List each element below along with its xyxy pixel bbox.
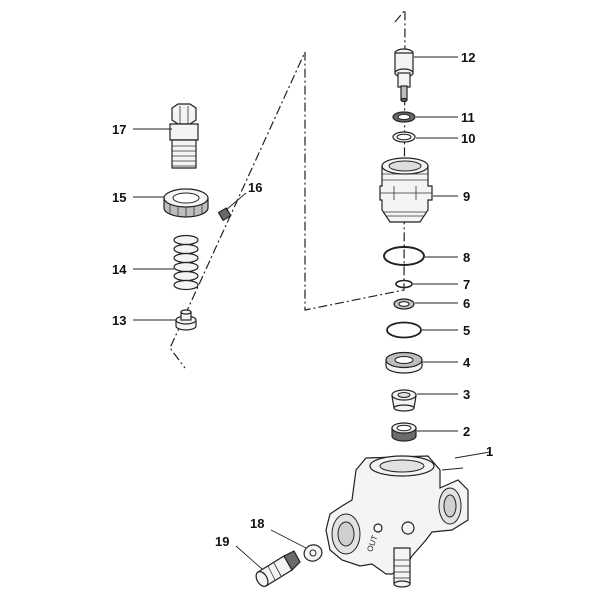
part-19-plug: [255, 550, 301, 587]
part-9-seat-housing: [379, 157, 433, 223]
part-18-washer: [303, 544, 323, 562]
callout-6: 6: [463, 296, 470, 311]
callout-4: 4: [463, 355, 471, 370]
part-8-o-ring: [383, 246, 425, 266]
leader-lines: [133, 56, 491, 570]
part-15-lock-nut: [163, 188, 209, 218]
callout-12: 12: [461, 50, 475, 65]
callout-3: 3: [463, 387, 470, 402]
part-7-o-ring: [395, 279, 413, 289]
part-10-washer: [392, 131, 416, 143]
part-4-seal: [385, 351, 423, 374]
callout-2: 2: [463, 424, 470, 439]
part-12-valve-stem: [394, 48, 414, 103]
part-16-set-screw: [217, 207, 232, 222]
callout-14: 14: [112, 262, 127, 277]
part-2-bushing: [391, 422, 417, 442]
part-3-valve: [391, 389, 417, 412]
part-5-o-ring: [386, 321, 422, 339]
part-11-o-ring: [392, 111, 416, 123]
callout-15: 15: [112, 190, 126, 205]
callout-7: 7: [463, 277, 470, 292]
part-1-valve-body: OUT: [325, 455, 469, 588]
part-14-spring: [173, 234, 199, 291]
callout-17: 17: [112, 122, 126, 137]
part-13-spring-retainer: [175, 309, 197, 331]
callout-11: 11: [461, 110, 475, 125]
callout-18: 18: [250, 516, 264, 531]
part-17-cap: [169, 103, 199, 169]
callout-19: 19: [215, 534, 229, 549]
callout-16: 16: [248, 180, 262, 195]
part-6-washer: [393, 298, 415, 310]
callout-1: 1: [486, 444, 493, 459]
callout-10: 10: [461, 131, 475, 146]
callout-9: 9: [463, 189, 470, 204]
assembly-guide-line: [169, 8, 406, 369]
callout-5: 5: [463, 323, 470, 338]
callout-13: 13: [112, 313, 126, 328]
callout-8: 8: [463, 250, 470, 265]
